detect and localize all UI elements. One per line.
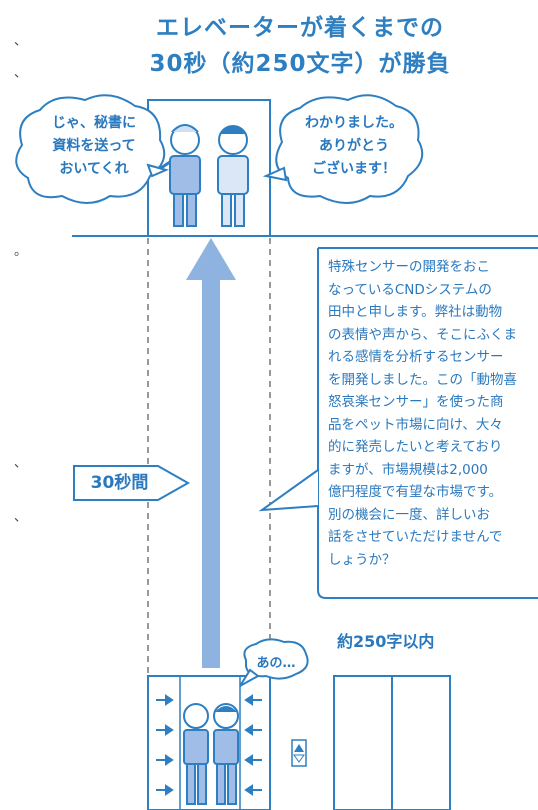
pitch-line: 別の機会に一度、詳しいお [328, 506, 490, 523]
pitch-line: 品をペット市場に向け、大々 [328, 416, 503, 433]
top-elevator-frame [147, 99, 271, 237]
businessman-bottom-right [213, 703, 239, 805]
pitch-line: を開発しました。この「動物喜 [328, 371, 517, 388]
pitch-line: 的に発売したいと考えており [328, 439, 503, 455]
bottom-elevator-frame [147, 675, 271, 810]
bubble-right-line: ございます！ [312, 161, 396, 177]
bubble-left-line: 資料を送って [52, 138, 136, 154]
up-arrow-head [186, 238, 236, 280]
down-triangle-icon [293, 754, 305, 763]
pitch-line: れる感情を分析するセンサー [328, 349, 504, 365]
side-mark: 、 [14, 34, 28, 49]
side-mark: 。 [14, 244, 28, 259]
businessman-left [157, 124, 201, 227]
elevator-call-button [291, 739, 307, 767]
timer-label-box [73, 465, 191, 501]
pitch-line: 怒哀楽センサー」を使った商 [328, 394, 504, 410]
up-triangle-icon [294, 744, 304, 752]
door-arrows [156, 694, 262, 796]
pitch-box-tail [258, 469, 319, 512]
pitch-line: しょうか？ [328, 551, 396, 568]
pitch-line: の表情や声から、そこにふくま [328, 326, 517, 343]
speech-cloud-right [275, 94, 424, 204]
pitch-line: ますが、市場規模は2,000 [328, 461, 488, 478]
cloud-tail-bottom [239, 668, 260, 687]
bubble-left-line: じゃ、秘書に [52, 115, 136, 131]
side-mark: 、 [14, 510, 28, 525]
speech-cloud-bottom [243, 638, 309, 680]
pitch-line: 特殊センサーの開発をおこ [328, 259, 490, 275]
speech-cloud-left [15, 94, 166, 204]
bubble-right-line: わかりました。 [305, 115, 403, 131]
timer-label: 30秒間 [90, 473, 149, 493]
bubble-right-text: わかりました。 ありがとう ございます！ [292, 112, 416, 181]
pitch-line: 話をさせていただけませんで [328, 529, 503, 545]
bubble-left-text: じゃ、秘書に 資料を送って おいてくれ [34, 112, 154, 181]
side-mark: 、 [14, 66, 28, 81]
side-mark: 、 [14, 456, 28, 471]
bubble-bottom-text: あの… [256, 656, 296, 671]
up-arrow-shaft [202, 278, 220, 668]
title-line-1: エレベーターが着くまでの [156, 15, 444, 41]
pitch-line: 億円程度で有望な市場です。 [328, 484, 503, 500]
bubble-left-line: おいてくれ [59, 161, 129, 177]
cloud-tail-left [146, 163, 170, 178]
pitch-line: なっているCNDシステムの [328, 281, 492, 298]
pitch-line: 田中と申します。弊社は動物 [328, 304, 503, 320]
businessman-bottom-left [183, 703, 209, 805]
cloud-tail-right [262, 166, 288, 182]
char-limit-label: 約250字以内 [337, 632, 435, 651]
businessman-right [217, 125, 249, 227]
title-line-2: 30秒（約250文字）が勝負 [149, 51, 451, 77]
bubble-right-line: ありがとう [319, 138, 389, 154]
pitch-box [317, 247, 538, 599]
pitch-text: 特殊センサーの開発をおこ なっているCNDシステムの 田中と申します。弊社は動物… [328, 256, 534, 571]
